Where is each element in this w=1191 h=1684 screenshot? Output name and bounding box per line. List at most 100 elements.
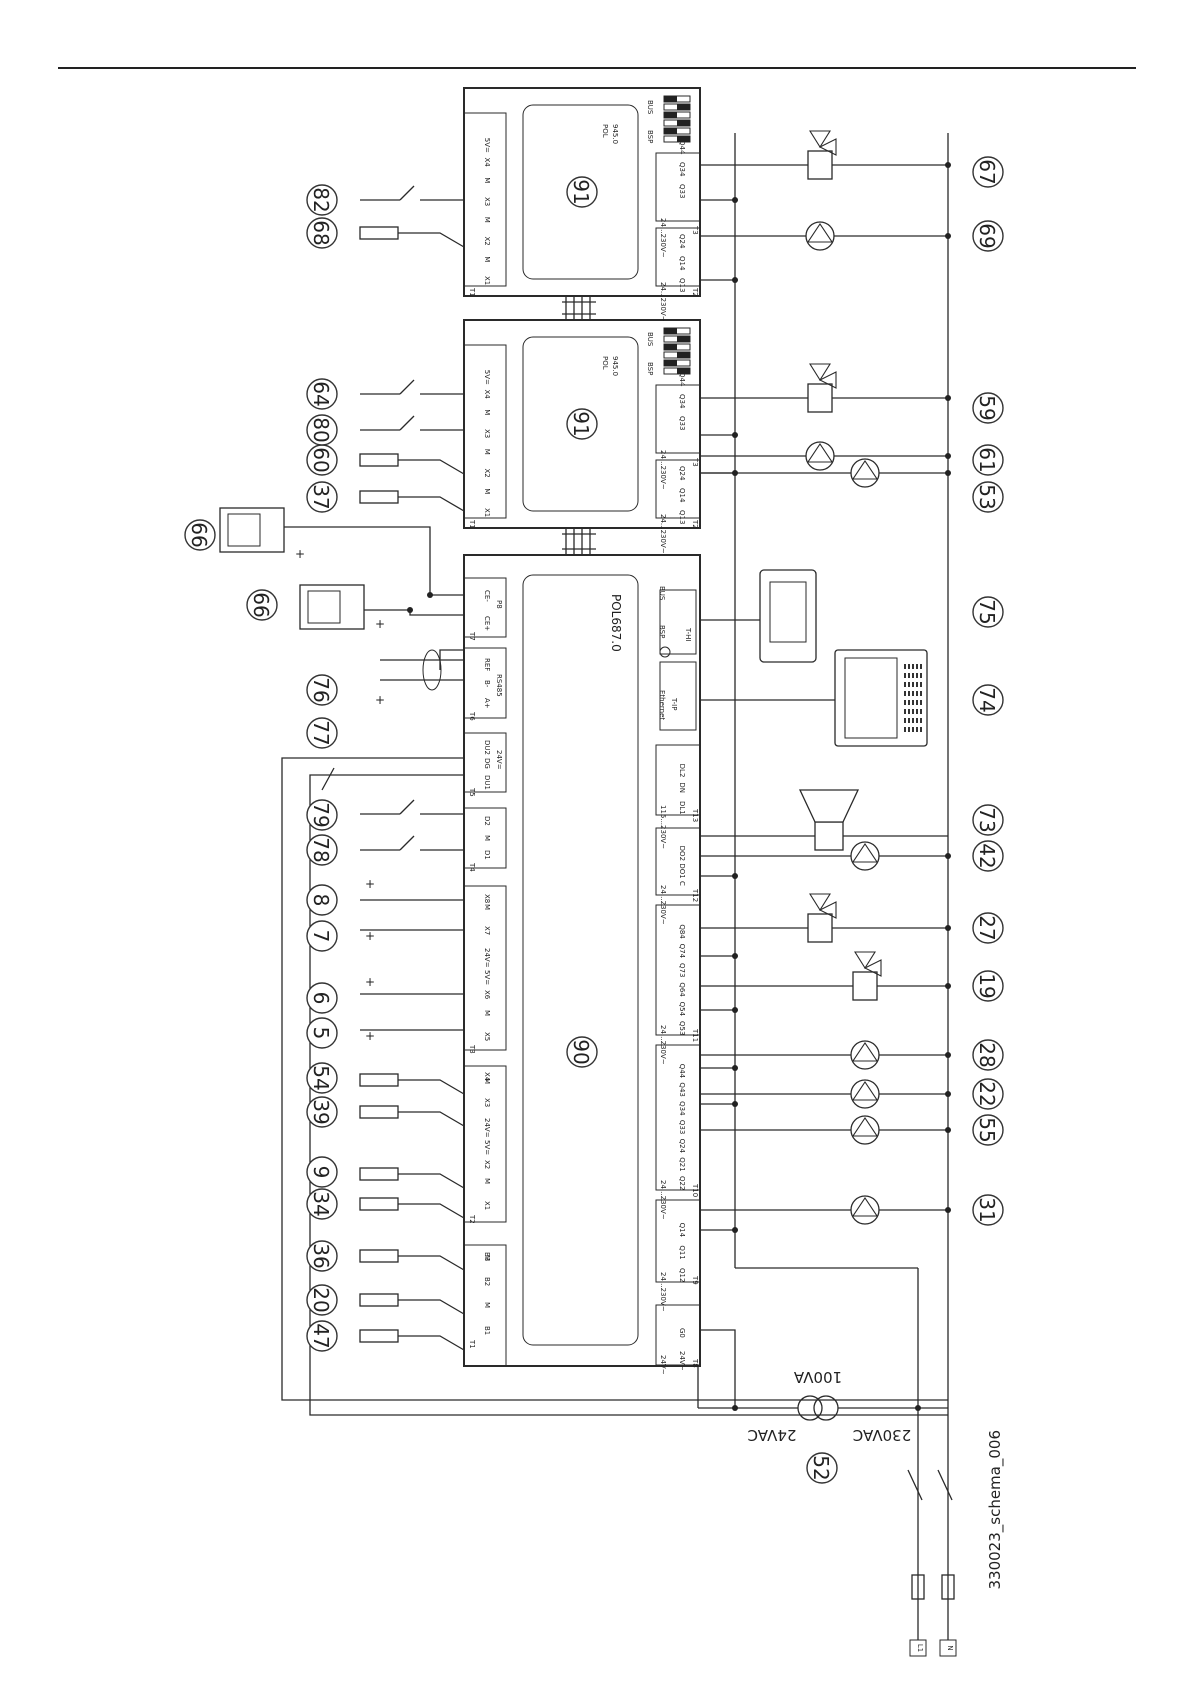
pin-label: 24V=	[483, 1118, 491, 1138]
callout-number: 75	[975, 599, 999, 624]
callout-circle	[306, 1062, 338, 1094]
output-block-t12	[655, 827, 701, 896]
output-pin-label: Q33	[678, 1120, 686, 1134]
room-unit-screen	[227, 513, 261, 547]
callout-76: 76	[306, 674, 338, 706]
output-block-name: T12	[691, 888, 699, 902]
callout-34: 34	[306, 1188, 338, 1220]
expansion-input-pin: X3	[483, 197, 491, 206]
keypad-key	[916, 727, 918, 732]
callout-number: 91	[569, 411, 593, 436]
output-pin-label: DN	[678, 782, 686, 793]
transformer-primary-label: 230VAC	[853, 1426, 911, 1444]
expansion-output-block	[655, 384, 701, 454]
callout-number: 60	[309, 447, 333, 472]
callout-circle	[306, 1096, 338, 1128]
fuse-neutral	[941, 1574, 955, 1600]
dip-switch-lever	[664, 344, 677, 350]
callout-9: 9	[306, 1156, 338, 1188]
pump-22	[850, 1079, 880, 1109]
output-pin-label: Q64	[678, 982, 686, 997]
callout-77: 77	[306, 717, 338, 749]
expansion-output-supply: 24...230V~	[659, 514, 667, 554]
callout-6: 6	[306, 982, 338, 1014]
expansion-port-label: BSP	[646, 130, 654, 143]
dip-switch-lever	[664, 328, 677, 334]
ethernet-port	[659, 661, 697, 731]
expansion-input-pin: X4	[483, 390, 491, 400]
pin-label: M	[483, 1010, 491, 1016]
keypad-key	[916, 700, 918, 705]
callout-circle	[972, 840, 1004, 872]
callout-66: 66	[184, 519, 216, 551]
pin-label: D2	[483, 816, 491, 826]
terminal-block-t1	[463, 1244, 507, 1367]
keypad-key	[908, 700, 910, 705]
port-label: T-HI	[684, 627, 692, 642]
terminal-block-t5	[463, 732, 507, 793]
callout-circle	[972, 220, 1004, 252]
dip-switch-lever	[664, 96, 677, 102]
temperature-sensor	[359, 1073, 399, 1087]
callout-75: 75	[972, 596, 1004, 628]
keypad-key	[916, 682, 918, 687]
supply-phase-label: L1	[916, 1644, 924, 1652]
keypad-key	[912, 700, 914, 705]
temperature-sensor	[359, 1197, 399, 1211]
valve-body	[863, 959, 882, 977]
dip-switch-lever	[677, 120, 690, 126]
callout-circle	[306, 1017, 338, 1049]
pump-arrow	[806, 223, 834, 243]
terminal-block-t4	[463, 807, 507, 869]
output-pin-label: Q74	[678, 944, 686, 959]
polarity-plus: +	[365, 1029, 375, 1043]
pin-label: M	[483, 1178, 491, 1184]
callout-circle	[306, 184, 338, 216]
callout-number: 8	[309, 894, 333, 907]
callout-number: 91	[569, 179, 593, 204]
callout-circle	[306, 884, 338, 916]
pin-label: X1	[483, 1201, 491, 1210]
callout-66: 66	[246, 589, 278, 621]
callout-circle	[972, 1194, 1004, 1226]
transformer-rating-label: 100VA	[793, 1368, 842, 1386]
expansion-input-pin: X2	[483, 237, 491, 246]
pin-label: B-	[483, 680, 491, 688]
callout-circle	[306, 481, 338, 513]
callout-circle	[566, 1036, 598, 1068]
callout-number: 54	[309, 1065, 333, 1090]
port-label: BSP	[658, 625, 666, 638]
callout-circle	[306, 378, 338, 410]
valve-body	[818, 138, 837, 156]
callout-circle	[972, 156, 1004, 188]
transformer-secondary-coil	[813, 1395, 839, 1421]
junction	[945, 853, 951, 859]
keypad-key	[920, 709, 922, 714]
callout-circle	[306, 717, 338, 749]
keypad-key	[908, 682, 910, 687]
keypad-key	[916, 709, 918, 714]
hmi-panel-screen	[769, 581, 807, 643]
keypad-key	[920, 700, 922, 705]
pin-label: X2	[483, 1160, 491, 1169]
callout-number: 5	[309, 1027, 333, 1040]
callout-circle	[972, 1114, 1004, 1146]
expansion-output-block	[655, 152, 701, 222]
keypad-key	[912, 673, 914, 678]
main-switch-blade	[937, 1469, 953, 1501]
keypad-key	[904, 718, 906, 723]
output-pin-label: 24V~	[678, 1351, 686, 1371]
callout-circle	[972, 804, 1004, 836]
main-controller-model: POL687.0	[609, 594, 623, 652]
callout-39: 39	[306, 1096, 338, 1128]
block-name-t3: T3	[468, 1044, 476, 1054]
callout-number: 36	[309, 1243, 333, 1268]
digital-input-wire	[281, 757, 948, 1401]
block-name-t4: T4	[468, 862, 476, 872]
block-name-t5: T5	[468, 787, 476, 797]
junction	[945, 925, 951, 931]
output-block-t8	[655, 1304, 701, 1366]
pump-69	[805, 221, 835, 251]
keypad-key	[920, 727, 922, 732]
output-pin-label: DL2	[678, 764, 686, 778]
